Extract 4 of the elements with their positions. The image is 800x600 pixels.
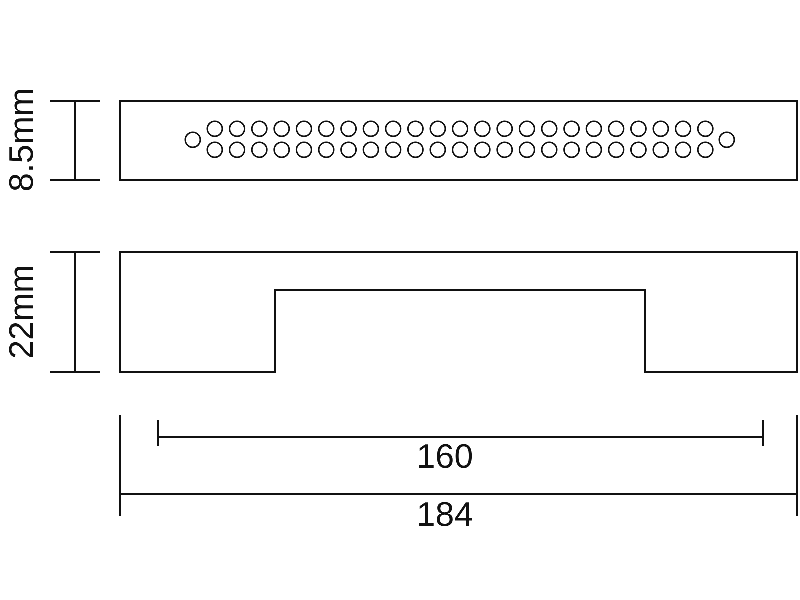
dimension-label: 184 bbox=[416, 498, 474, 532]
dimension-label: 22mm bbox=[5, 264, 39, 360]
dimension-label: 160 bbox=[416, 440, 474, 474]
dimension-label: 8.5mm bbox=[5, 88, 39, 192]
